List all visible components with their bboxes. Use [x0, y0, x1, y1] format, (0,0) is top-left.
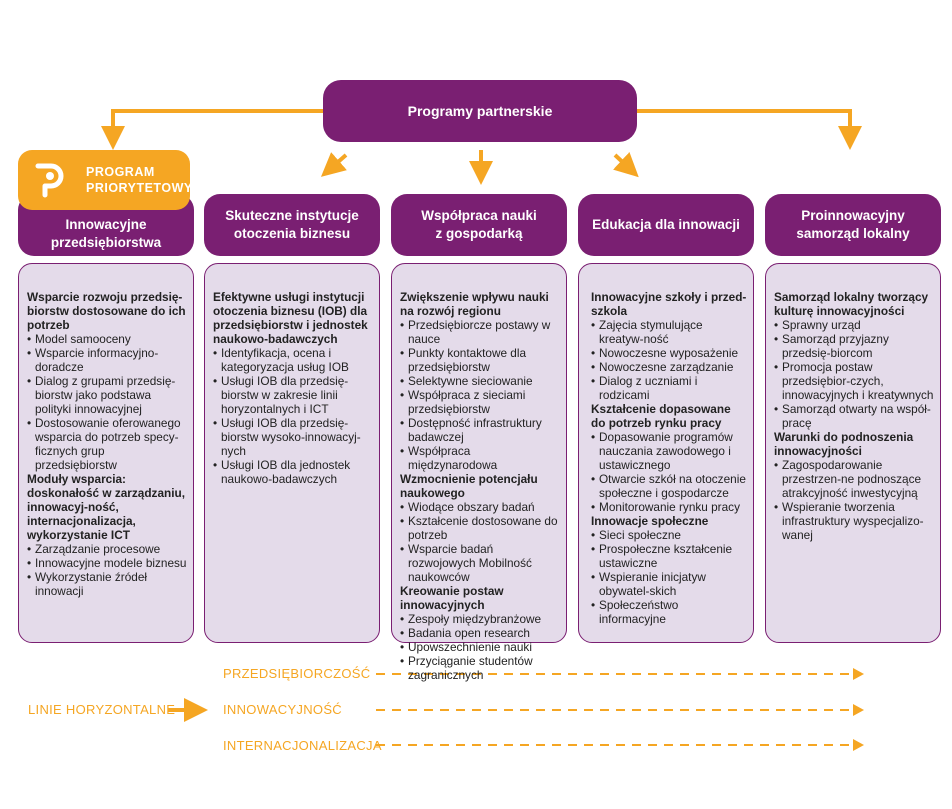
list-item: Otwarcie szkół na otoczenie społeczne i …: [591, 472, 747, 500]
dashed-line-head-2: [853, 704, 864, 716]
dashed-line-head-1: [853, 668, 864, 680]
list-item: Dialog z grupami przedsię-biorstw jako p…: [27, 374, 187, 416]
list-item: Prospołeczne kształcenie ustawiczne: [591, 542, 747, 570]
list-item: Samorząd przyjazny przedsię-biorcom: [774, 332, 934, 360]
section-title: Wzmocnienie potencjału naukowego: [400, 472, 538, 500]
list-item: Usługi IOB dla przedsię-biorstw w zakres…: [213, 374, 373, 416]
list-item: Monitorowanie rynku pracy: [591, 500, 747, 514]
list-item: Wiodące obszary badań: [400, 500, 560, 514]
column-body-5: Samorząd lokalny tworzący kulturę innowa…: [765, 263, 941, 643]
section-title: Efektywne usługi instytucji otoczenia bi…: [213, 290, 368, 346]
column-body-4: Innowacyjne szkoły i przed-szkolaZajęcia…: [578, 263, 754, 643]
list-item: Dialog z uczniami i rodzicami: [591, 374, 747, 402]
list-item: Upowszechnienie nauki: [400, 640, 560, 654]
list-item: Dostosowanie oferowanego wsparcia do pot…: [27, 416, 187, 472]
list-item: Wspieranie inicjatyw obywatel-skich: [591, 570, 747, 598]
list-item: Wspieranie tworzenia infrastruktury wysp…: [774, 500, 934, 542]
arrow-to-col4: [613, 152, 639, 178]
list-item: Wsparcie informacyjno-doradcze: [27, 346, 187, 374]
list-item: Promocja postaw przedsiębior-czych, inno…: [774, 360, 934, 402]
list-item: Nowoczesne zarządzanie: [591, 360, 747, 374]
list-item: Kształcenie dostosowane do potrzeb: [400, 514, 560, 542]
horizontal-lines-label: LINIE HORYZONTALNE: [28, 702, 176, 717]
list-item: Wsparcie badań rozwojowych Mobilność nau…: [400, 542, 560, 584]
list-item: Dopasowanie programów nauczania zawodowe…: [591, 430, 747, 472]
column-header-5: Proinnowacyjny samorząd lokalny: [765, 194, 941, 256]
list-item: Przedsiębiorcze postawy w nauce: [400, 318, 560, 346]
list-item: Sieci społeczne: [591, 528, 747, 542]
column-header-3: Współpraca nauki z gospodarką: [391, 194, 567, 256]
arrow-to-col2: [320, 152, 348, 177]
bullet-list: Przedsiębiorcze postawy w naucePunkty ko…: [400, 318, 560, 472]
list-item: Społeczeństwo informacyjne: [591, 598, 747, 626]
list-item: Samorząd otwarty na współ-pracę: [774, 402, 934, 430]
list-item: Współpraca międzynarodowa: [400, 444, 560, 472]
list-item: Usługi IOB dla przedsię-biorstw wysoko-i…: [213, 416, 373, 458]
section-title: Zwiększenie wpływu nauki na rozwój regio…: [400, 290, 549, 318]
section-title: Kreowanie postaw innowacyjnych: [400, 584, 504, 612]
column-body-1: Wsparcie rozwoju przedsię-biorstw dostos…: [18, 263, 194, 643]
section-title: Wsparcie rozwoju przedsię-biorstw dostos…: [27, 290, 186, 332]
p-letter-icon: [30, 160, 70, 200]
list-item: Przyciąganie studentów zagranicznych: [400, 654, 560, 682]
arrow-to-col1: [101, 109, 323, 150]
partner-programs-box: Programy partnerskie: [323, 80, 637, 142]
list-item: Identyfikacja, ocena i kategoryzacja usł…: [213, 346, 373, 374]
bullet-list: Zagospodarowanie przestrzen-ne podnosząc…: [774, 458, 934, 542]
list-item: Zajęcia stymulujące kreatyw-ność: [591, 318, 747, 346]
line-innovation: INNOWACYJNOŚĆ: [223, 702, 342, 717]
list-item: Badania open research: [400, 626, 560, 640]
list-item: Zarządzanie procesowe: [27, 542, 187, 556]
priority-program-label: PROGRAM PRIORYTETOWY: [86, 165, 193, 195]
list-item: Selektywne sieciowanie: [400, 374, 560, 388]
bullet-list: Zajęcia stymulujące kreatyw-nośćNowoczes…: [591, 318, 747, 402]
column-body-2: Efektywne usługi instytucji otoczenia bi…: [204, 263, 380, 643]
bullet-list: Sprawny urządSamorząd przyjazny przedsię…: [774, 318, 934, 430]
bullet-list: Wiodące obszary badańKształcenie dostoso…: [400, 500, 560, 584]
bullet-list: Dopasowanie programów nauczania zawodowe…: [591, 430, 747, 514]
bullet-list: Model samoocenyWsparcie informacyjno-dor…: [27, 332, 187, 472]
list-item: Innowacyjne modele biznesu: [27, 556, 187, 570]
list-item: Dostępność infrastruktury badawczej: [400, 416, 560, 444]
bullet-list: Zespoły międzybranżoweBadania open resea…: [400, 612, 560, 682]
section-title: Moduły wsparcia: doskonałość w zarządzan…: [27, 472, 185, 542]
list-item: Nowoczesne wyposażenie: [591, 346, 747, 360]
list-item: Usługi IOB dla jednostek naukowo-badawcz…: [213, 458, 373, 486]
dashed-line-head-3: [853, 739, 864, 751]
partner-programs-title: Programy partnerskie: [407, 103, 553, 119]
list-item: Sprawny urząd: [774, 318, 934, 332]
section-title: Samorząd lokalny tworzący kulturę innowa…: [774, 290, 929, 318]
list-item: Zagospodarowanie przestrzen-ne podnosząc…: [774, 458, 934, 500]
bullet-list: Identyfikacja, ocena i kategoryzacja usł…: [213, 346, 373, 486]
column-header-2: Skuteczne instytucje otoczenia biznesu: [204, 194, 380, 256]
line-entrepreneurship: PRZEDSIĘBIORCZOŚĆ: [223, 666, 371, 681]
column-body-3: Zwiększenie wpływu nauki na rozwój regio…: [391, 263, 567, 682]
list-item: Punkty kontaktowe dla przedsiębiorstw: [400, 346, 560, 374]
list-item: Współpraca z sieciami przedsiębiorstw: [400, 388, 560, 416]
bullet-list: Sieci społeczneProspołeczne kształcenie …: [591, 528, 747, 626]
priority-program-badge: PROGRAM PRIORYTETOWY: [18, 150, 193, 210]
list-item: Wykorzystanie źródeł innowacji: [27, 570, 187, 598]
section-title: Kształcenie dopasowane do potrzeb rynku …: [591, 402, 731, 430]
bullet-list: Zarządzanie procesoweInnowacyjne modele …: [27, 542, 187, 598]
list-item: Model samooceny: [27, 332, 187, 346]
list-item: Zespoły międzybranżowe: [400, 612, 560, 626]
section-title: Innowacyjne szkoły i przed-szkola: [591, 290, 747, 318]
section-title: Innowacje społeczne: [591, 514, 709, 528]
line-internationalization: INTERNACJONALIZACJA: [223, 738, 382, 753]
section-title: Warunki do podnoszenia innowacyjności: [774, 430, 914, 458]
arrow-to-col5: [637, 109, 862, 150]
column-header-4: Edukacja dla innowacji: [578, 194, 754, 256]
